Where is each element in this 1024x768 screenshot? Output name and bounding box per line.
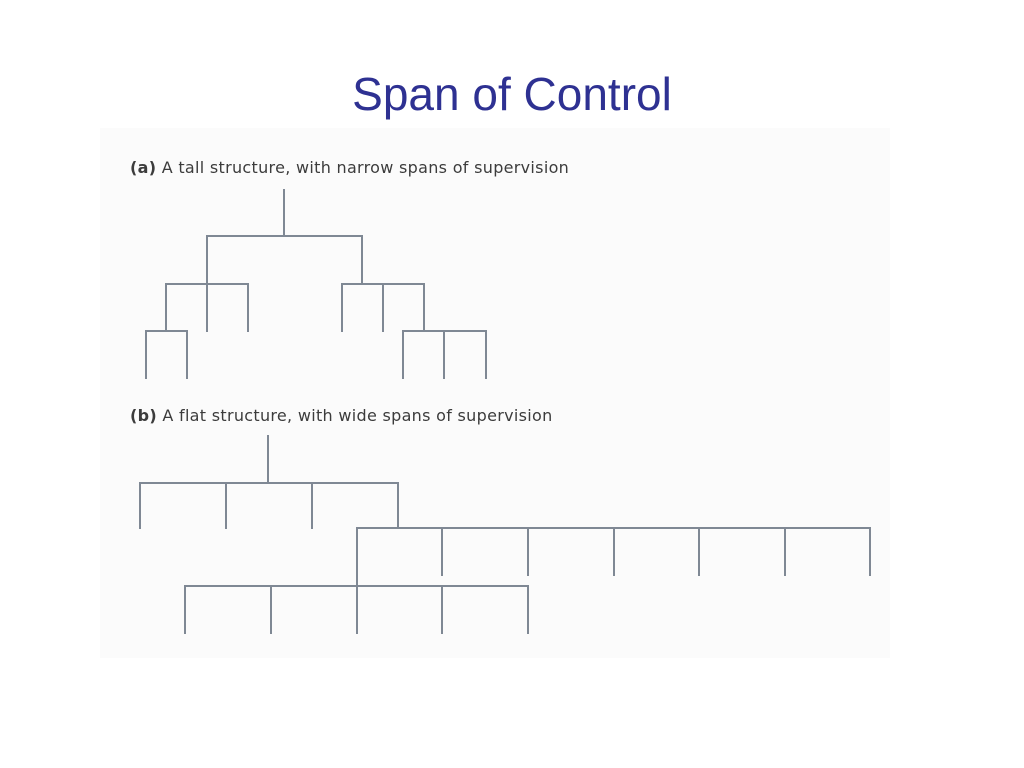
caption-text-a: A tall structure, with narrow spans of s… [161, 158, 570, 177]
caption-text-b: A flat structure, with wide spans of sup… [162, 406, 553, 425]
scanned-figure-background [100, 128, 890, 658]
slide-title: Span of Control [352, 68, 672, 120]
caption-tag-b: (b) [130, 406, 157, 425]
caption-flat-structure: (b) A flat structure, with wide spans of… [130, 406, 553, 425]
caption-tall-structure: (a) A tall structure, with narrow spans … [130, 158, 569, 177]
caption-tag-a: (a) [130, 158, 157, 177]
tall-structure-tree [145, 189, 487, 379]
flat-structure-tree [139, 435, 871, 634]
